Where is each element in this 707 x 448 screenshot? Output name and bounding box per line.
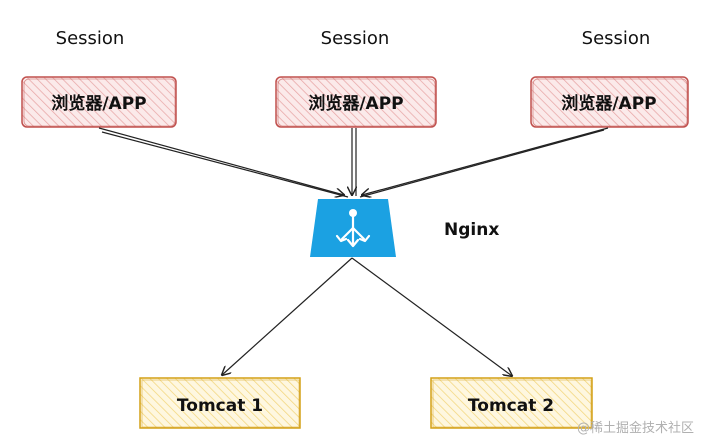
server-label-2: Tomcat 2 xyxy=(468,396,554,416)
edge-client3-nginx-a xyxy=(362,127,609,195)
session-label-3: Session xyxy=(582,28,651,49)
session-label-2: Session xyxy=(321,28,390,49)
edge-nginx-tomcat2 xyxy=(351,257,512,376)
server-node-2: Tomcat 2 xyxy=(430,377,593,429)
session-label-1: Session xyxy=(56,28,125,49)
nginx-label: Nginx xyxy=(444,220,499,240)
server-node-1: Tomcat 1 xyxy=(139,377,301,429)
edge-client1-nginx-a xyxy=(98,127,344,195)
nginx-node xyxy=(310,199,396,257)
edge-client1-nginx-b xyxy=(101,131,349,198)
client-label-1: 浏览器/APP xyxy=(51,93,146,114)
client-node-3: 浏览器/APP xyxy=(530,76,689,128)
edge-client3-nginx-b xyxy=(359,129,605,198)
client-node-2: 浏览器/APP xyxy=(275,76,437,128)
client-label-3: 浏览器/APP xyxy=(561,93,656,114)
load-balancer-icon xyxy=(335,209,371,248)
edges-clients-to-nginx xyxy=(98,127,609,198)
edge-nginx-tomcat1 xyxy=(222,257,353,375)
edges-nginx-to-servers xyxy=(222,257,512,376)
client-label-2: 浏览器/APP xyxy=(308,93,403,114)
watermark: @稀土掘金技术社区 xyxy=(577,420,694,436)
client-node-1: 浏览器/APP xyxy=(21,76,177,128)
server-label-1: Tomcat 1 xyxy=(177,396,263,416)
